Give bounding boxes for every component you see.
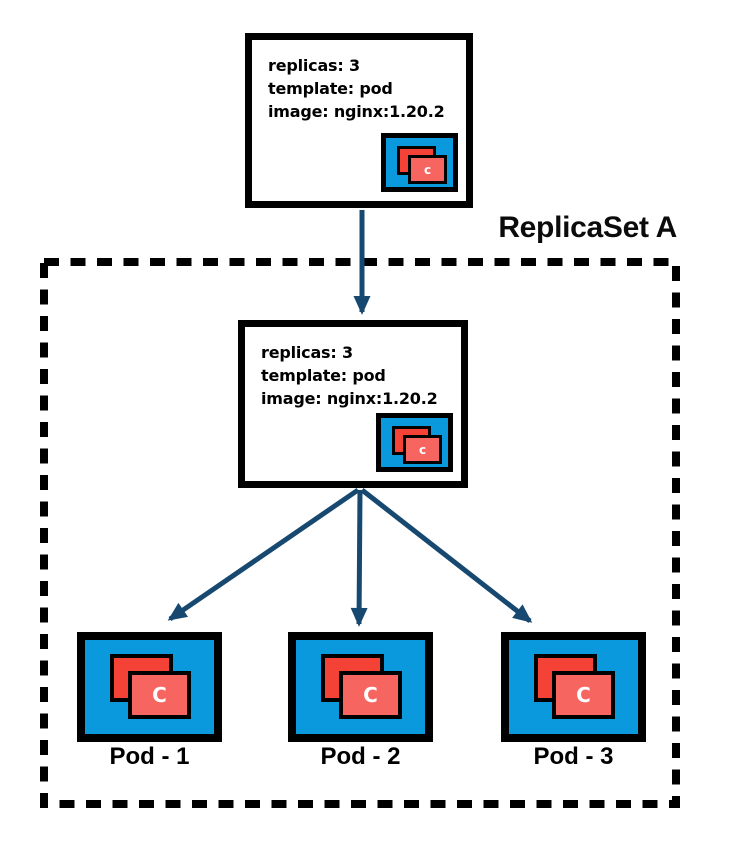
pod-3-box: C — [501, 632, 646, 742]
container-letter: c — [423, 162, 432, 177]
container-front-icon: C — [552, 671, 615, 719]
pod-icon: c — [376, 413, 453, 472]
spec-line-image: image: nginx:1.20.2 — [268, 102, 445, 121]
container-front-icon: C — [339, 671, 402, 719]
arrow-replicaset-to-pod-1 — [167, 487, 360, 622]
arrow-replicaset-to-pod-3 — [360, 488, 533, 623]
spec-line-replicas: replicas: 3 — [268, 56, 360, 75]
container-front-icon: c — [408, 155, 447, 184]
spec-line-template: template: pod — [261, 366, 386, 385]
container-letter: c — [418, 442, 427, 457]
container-front-icon: c — [403, 435, 442, 464]
spec-text-block: replicas: 3 template: pod image: nginx:1… — [252, 40, 466, 123]
spec-text-block: replicas: 3 template: pod image: nginx:1… — [245, 327, 461, 410]
pod-2-label: Pod - 2 — [320, 743, 401, 770]
pod-1-label: Pod - 1 — [109, 743, 190, 770]
pod-icon: c — [381, 133, 458, 192]
replicaset-spec-box: replicas: 3 template: pod image: nginx:1… — [238, 320, 468, 488]
spec-line-replicas: replicas: 3 — [261, 343, 353, 362]
replicaset-title: ReplicaSet A — [498, 211, 677, 244]
pod-3-label: Pod - 3 — [533, 743, 614, 770]
deployment-spec-box: replicas: 3 template: pod image: nginx:1… — [245, 33, 473, 208]
spec-line-image: image: nginx:1.20.2 — [261, 389, 438, 408]
pod-2-box: C — [288, 632, 433, 742]
arrow-replicaset-to-pod-2 — [350, 489, 368, 627]
container-letter: C — [152, 683, 167, 707]
container-letter: C — [576, 683, 591, 707]
spec-line-template: template: pod — [268, 79, 393, 98]
container-letter: C — [363, 683, 378, 707]
pod-1-box: C — [77, 632, 222, 742]
container-front-icon: C — [128, 671, 191, 719]
